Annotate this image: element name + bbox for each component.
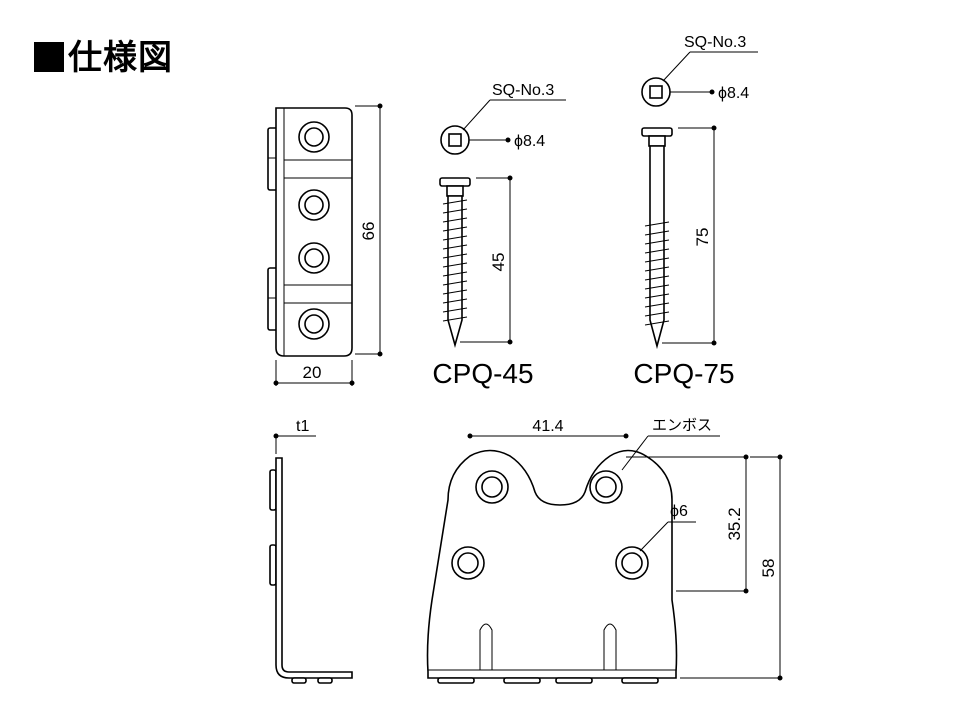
black-square-icon [34, 42, 64, 72]
front-hole [298, 189, 330, 221]
dim-hole-height: 35.2 [626, 454, 749, 594]
front-hole [298, 308, 330, 340]
bracket-front-view [267, 107, 353, 357]
hole-dia-label: ϕ6 [670, 503, 688, 520]
bracket-plate-view [426, 449, 678, 684]
dim-hole-height-label: 35.2 [725, 507, 744, 540]
dim-thickness-label: t1 [296, 418, 309, 435]
dim-screw-cpq75-length: 75 [662, 125, 717, 346]
bracket-side-view [269, 457, 353, 684]
emboss-leader: エンボス [621, 417, 720, 471]
plate-hole [475, 470, 509, 504]
front-hole [298, 121, 330, 153]
screw-cpq45-head-dia-label: ϕ8.4 [514, 133, 545, 150]
dim-total-height: 58 [680, 454, 783, 681]
hole-dia-leader: ϕ6 [639, 503, 696, 552]
plate-hole [589, 470, 623, 504]
plate-hole [615, 546, 649, 580]
screw-cpq45-drive-label: SQ-No.3 [492, 82, 554, 99]
dim-total-height-label: 58 [759, 559, 778, 578]
screw-cpq75-model-label: CPQ-75 [633, 358, 734, 389]
plate-hole [451, 546, 485, 580]
dim-hole-pitch: 41.4 [467, 418, 629, 439]
screw-cpq75-head-dia-label: ϕ8.4 [718, 85, 749, 102]
screw-cpq75-body [641, 127, 673, 350]
screw-cpq45-head-view [440, 99, 566, 155]
screw-cpq75-drive-label: SQ-No.3 [684, 34, 746, 51]
screw-cpq45-model-label: CPQ-45 [432, 358, 533, 389]
page-title-text: 仕様図 [68, 38, 173, 78]
dim-screw-cpq75-length-label: 75 [693, 228, 712, 247]
page-title: 仕様図 [34, 30, 173, 79]
screw-cpq45-body [439, 177, 471, 348]
screw-cpq75-head-view [641, 51, 758, 107]
emboss-label: エンボス [652, 417, 712, 434]
dim-screw-cpq45-length-label: 45 [489, 253, 508, 272]
dim-hole-pitch-label: 41.4 [532, 418, 563, 435]
front-hole [298, 242, 330, 274]
dim-thickness: t1 [273, 418, 316, 454]
dim-front-width: 20 [273, 360, 355, 386]
dim-front-height-label: 66 [359, 222, 378, 241]
dim-front-width-label: 20 [303, 363, 322, 382]
dim-screw-cpq45-length: 45 [460, 175, 513, 345]
dim-front-height: 66 [355, 103, 383, 357]
